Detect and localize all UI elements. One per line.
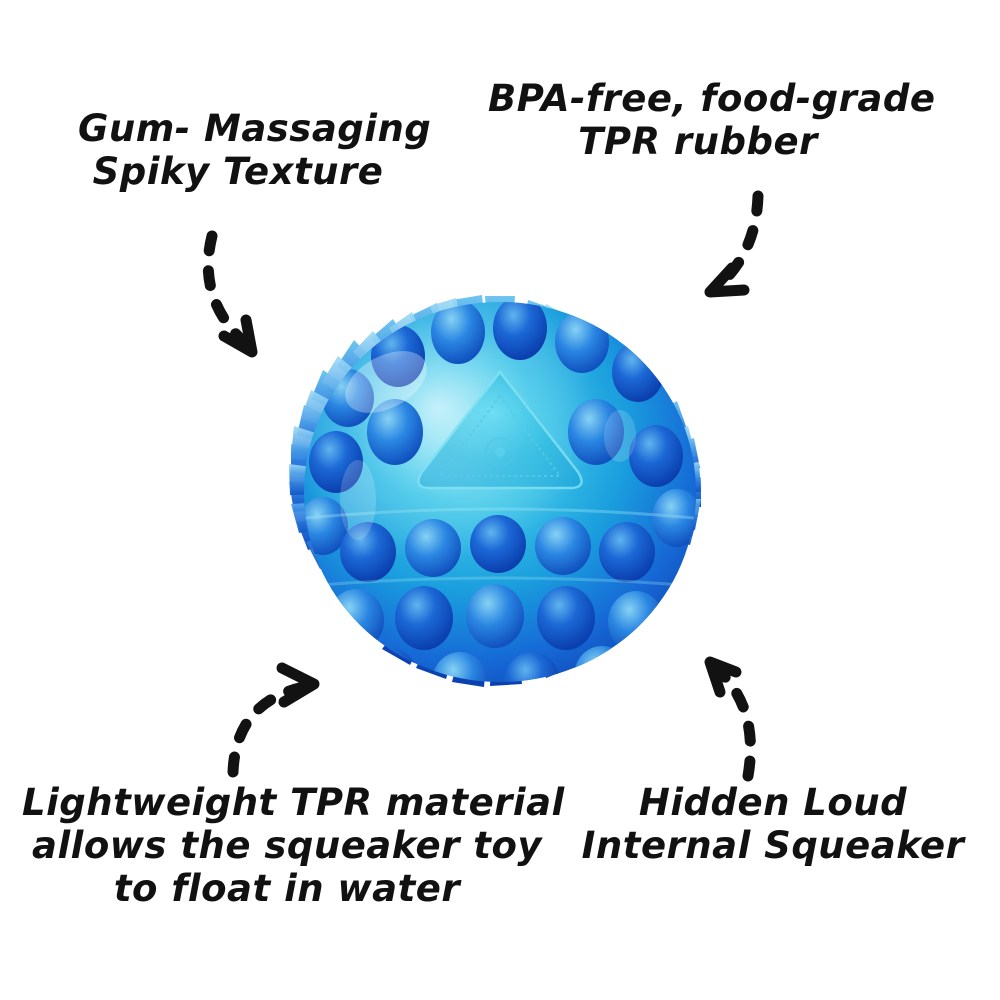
callout-line: Gum- Massaging bbox=[78, 107, 432, 150]
callout-line: BPA-free, food-grade bbox=[488, 77, 936, 120]
spiky-ball-illustration bbox=[289, 295, 701, 687]
callout-line: Internal Squeaker bbox=[581, 823, 965, 867]
callout-line: TPR rubber bbox=[578, 119, 818, 163]
gloss-highlights bbox=[340, 351, 636, 540]
callout-lightweight-tpr-material-floats: Lightweight TPR material allows the sque… bbox=[22, 781, 565, 911]
callout-gum-massaging-spiky-texture: Gum- Massaging Spiky Texture bbox=[78, 107, 432, 194]
ball-core bbox=[304, 302, 696, 682]
product-image-spiky-ball bbox=[190, 200, 810, 780]
callout-line: to float in water bbox=[113, 866, 461, 910]
callout-line: Spiky Texture bbox=[92, 149, 384, 193]
callout-line: Hidden Loud bbox=[638, 781, 908, 824]
callout-line: Lightweight TPR material bbox=[22, 781, 565, 824]
callout-hidden-loud-internal-squeaker: Hidden Loud Internal Squeaker bbox=[578, 781, 968, 868]
callout-bpa-free-food-grade-tpr-rubber: BPA-free, food-grade TPR rubber bbox=[488, 77, 936, 164]
callout-line: allows the squeaker toy bbox=[32, 823, 542, 867]
triangle-emblem bbox=[417, 369, 583, 490]
